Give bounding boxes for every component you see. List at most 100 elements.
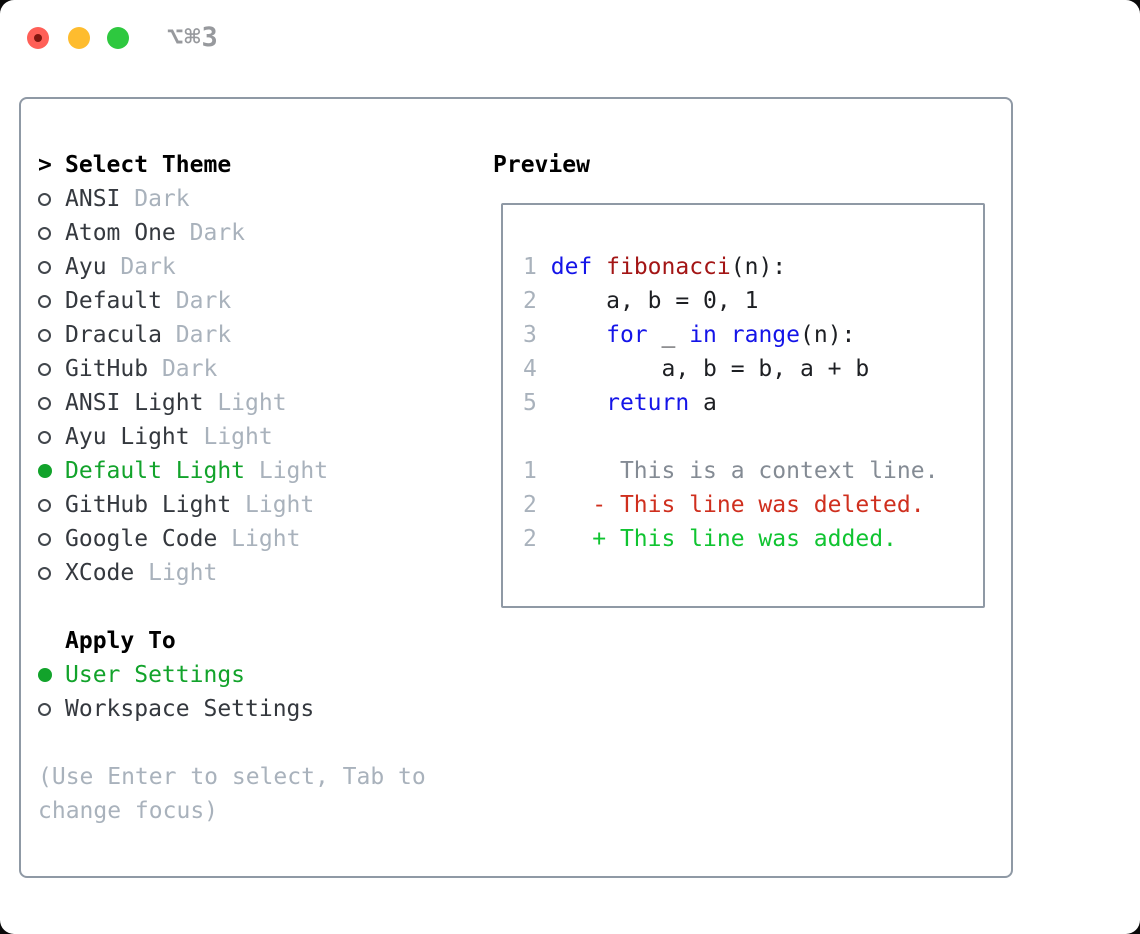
theme-variant: Dark xyxy=(106,254,176,280)
theme-item-ansi-dark[interactable]: ANSI Dark xyxy=(38,182,426,216)
maximize-button[interactable] xyxy=(107,27,129,49)
code-token-kw: for xyxy=(606,322,648,348)
code-token-kw: in xyxy=(689,322,717,348)
theme-item-github-light-light[interactable]: GitHub Light Light xyxy=(38,488,426,522)
radio-marker xyxy=(38,488,65,522)
radio-marker xyxy=(38,250,65,284)
titlebar: ⌥⌘3 xyxy=(0,0,1140,76)
radio-marker xyxy=(38,658,65,692)
prompt-icon: > xyxy=(38,152,52,178)
theme-item-ansi-light-light[interactable]: ANSI Light Light xyxy=(38,386,426,420)
code-token-kw: range xyxy=(730,322,801,348)
code-token-plain xyxy=(717,322,731,348)
theme-item-google-code-light[interactable]: Google Code Light xyxy=(38,522,426,556)
apply-option-workspace-settings[interactable]: Workspace Settings xyxy=(38,692,426,726)
theme-variant: Light xyxy=(134,560,218,586)
theme-variant: Light xyxy=(245,458,329,484)
code-line: 1 def fibonacci(n): xyxy=(523,250,983,284)
theme-variant: Light xyxy=(217,526,301,552)
line-number: 2 xyxy=(523,288,537,314)
radio-marker xyxy=(38,284,65,318)
line-number: 2 xyxy=(523,492,537,518)
apply-option-label: User Settings xyxy=(65,662,246,688)
theme-item-ayu-dark[interactable]: Ayu Dark xyxy=(38,250,426,284)
radio-icon xyxy=(38,430,51,444)
line-number: 4 xyxy=(523,356,537,382)
radio-icon xyxy=(38,498,51,512)
radio-icon xyxy=(38,260,51,274)
line-number: 3 xyxy=(523,322,537,348)
code-token-plain xyxy=(537,390,606,416)
theme-name: Ayu xyxy=(65,254,107,280)
theme-variant: Light xyxy=(231,492,315,518)
code-token-plain: a, b = 0, 1 xyxy=(536,288,759,314)
code-token-plain: (n): xyxy=(800,322,856,348)
code-token-plain: _ xyxy=(647,322,690,348)
radio-selected-icon xyxy=(38,668,52,682)
theme-name: Ayu Light xyxy=(65,424,190,450)
radio-icon xyxy=(38,566,51,580)
radio-marker xyxy=(38,522,65,556)
radio-marker xyxy=(38,692,65,726)
code-token-kw: def xyxy=(550,254,593,280)
code-token-plain: a, b = b, a + b xyxy=(536,356,870,382)
code-line: 5 return a xyxy=(523,386,983,420)
code-token-fn: fibonacci xyxy=(606,254,731,280)
code-line: 3 for _ in range(n): xyxy=(523,318,983,352)
code-token-plain xyxy=(592,254,606,280)
radio-marker xyxy=(38,420,65,454)
theme-item-dracula-dark[interactable]: Dracula Dark xyxy=(38,318,426,352)
apply-option-user-settings[interactable]: User Settings xyxy=(38,658,426,692)
line-number: 1 xyxy=(523,254,537,280)
theme-item-default-light-light[interactable]: Default Light Light xyxy=(38,454,426,488)
theme-variant: Dark xyxy=(175,220,246,246)
code-line: 1 This is a context line. xyxy=(523,454,983,488)
select-theme-header: > Select Theme xyxy=(38,148,426,182)
theme-variant: Dark xyxy=(120,186,190,212)
code-token-plain xyxy=(537,492,592,518)
theme-name: ANSI xyxy=(65,186,121,212)
code-line: 2 + This line was added. xyxy=(523,522,983,556)
theme-variant: Light xyxy=(203,390,287,416)
help-text-line-1: (Use Enter to select, Tab to xyxy=(38,764,426,790)
line-number: 5 xyxy=(523,390,537,416)
code-line xyxy=(523,420,983,454)
radio-icon xyxy=(38,192,51,206)
theme-item-xcode-light[interactable]: XCode Light xyxy=(38,556,426,590)
line-number: 2 xyxy=(523,526,537,552)
theme-name: GitHub xyxy=(65,356,149,382)
radio-marker xyxy=(38,556,65,590)
code-token-plain xyxy=(537,322,606,348)
minimize-button[interactable] xyxy=(68,27,90,49)
radio-icon xyxy=(38,226,51,240)
code-token-ctx: This is a context line. xyxy=(619,458,939,484)
code-token-plain xyxy=(537,458,620,484)
radio-marker xyxy=(38,454,65,488)
radio-marker xyxy=(38,182,65,216)
code-token-plain: (n): xyxy=(730,254,787,280)
theme-item-ayu-light-light[interactable]: Ayu Light Light xyxy=(38,420,426,454)
apply-to-title: Apply To xyxy=(65,628,176,654)
radio-marker xyxy=(38,216,65,250)
select-theme-title: Select Theme xyxy=(65,152,232,178)
close-button[interactable] xyxy=(27,27,49,49)
code-line: 2 a, b = 0, 1 xyxy=(523,284,983,318)
theme-name: ANSI Light xyxy=(65,390,204,416)
keyboard-shortcut-label: ⌥⌘3 xyxy=(167,22,219,53)
apply-option-label: Workspace Settings xyxy=(65,696,315,722)
radio-icon xyxy=(38,702,51,716)
theme-item-default-dark[interactable]: Default Dark xyxy=(38,284,426,318)
radio-marker xyxy=(38,352,65,386)
theme-item-github-dark[interactable]: GitHub Dark xyxy=(38,352,426,386)
record-dot-icon xyxy=(34,34,42,42)
radio-marker xyxy=(38,318,65,352)
code-token-plain: a xyxy=(689,390,717,416)
theme-item-atom-one-dark[interactable]: Atom One Dark xyxy=(38,216,426,250)
help-text-line-2: change focus) xyxy=(38,798,219,824)
theme-variant: Dark xyxy=(161,322,232,348)
